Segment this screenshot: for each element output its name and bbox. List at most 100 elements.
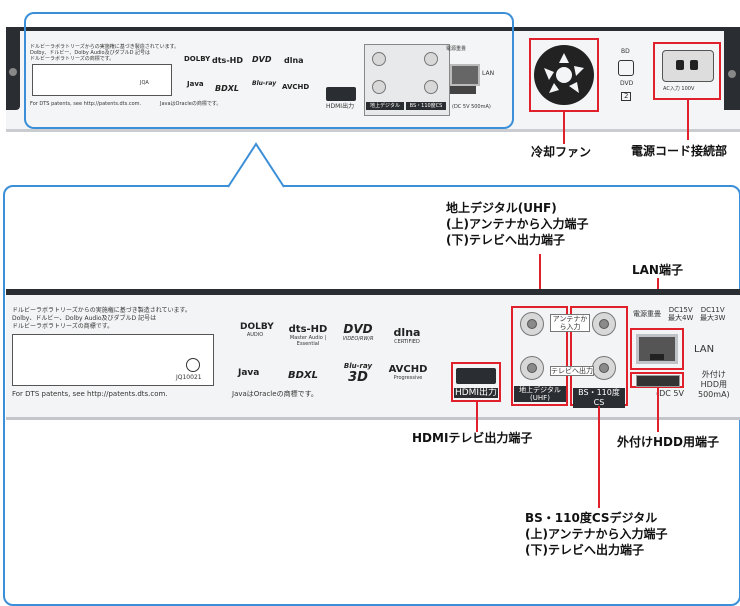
dvd-logo-text: DVD — [343, 322, 373, 336]
dc11v-text: DC11V — [700, 306, 725, 314]
power-cord-annotation: 電源コード接続部 — [631, 144, 728, 158]
jqa-mark: JQA — [140, 80, 149, 87]
terrestrial-uhf-text: (UHF) — [530, 394, 550, 402]
ext-hdd-text: 外付け — [701, 370, 726, 379]
terrestrial-tv-out-core — [527, 363, 537, 373]
detail-bdxl-logo: BDXL — [288, 370, 318, 381]
dvd-logo-sub: VIDEO/RW/R — [342, 336, 374, 342]
mount-screw-icon — [9, 68, 17, 76]
notice-line: ドルビーラボラトリーズの商標です。 — [30, 56, 115, 62]
dts-logo-text: dts-HD — [212, 56, 243, 65]
terrestrial-in-port-small — [372, 52, 386, 66]
ac-input-label: AC入力 100V — [663, 86, 695, 92]
hdmi-output-port — [456, 368, 496, 384]
zoom-region-highlight — [24, 12, 514, 129]
detail-java-logo: Java — [238, 368, 259, 378]
dvd-num-mark: 2 — [621, 92, 632, 101]
dc15v-max-text: 最大4W — [668, 314, 694, 322]
ext-hdd-text2: HDD用 — [700, 380, 727, 389]
ac-inlet-highlight — [653, 42, 721, 100]
antenna-in-label: アンテナから入力 — [550, 314, 590, 332]
ext-hdd-usb-port — [636, 375, 680, 387]
bs-in-port-small — [424, 52, 438, 66]
jqa-code: JQ10021 — [176, 374, 202, 381]
hdmi-annotation: HDMIテレビ出力端子 — [412, 431, 533, 445]
bs-annotation-line: (上)アンテナから入力端子 — [525, 527, 668, 541]
cooling-fan-annotation: 冷却ファン — [531, 145, 592, 159]
lan-port-highlight — [630, 328, 684, 370]
ext-hdd-leader-line — [657, 388, 659, 432]
dolby-logo: DOLBY — [184, 55, 210, 63]
detail-dolby-logo: DOLBY AUDIO — [240, 322, 274, 338]
dvd-mark: DVD — [620, 80, 634, 87]
lan-port-small — [450, 64, 480, 86]
hdmi-label-small: HDMI出力 — [326, 103, 355, 110]
terrestrial-annotation-line: 地上デジタル(UHF) — [446, 201, 557, 215]
ext-hdd-annotation: 外付けHDD用端子 — [617, 435, 719, 449]
notice-line: Dolby、ドルビー、Dolby Audio及びダブルD 記号は — [12, 315, 157, 322]
usb-port-small — [450, 86, 476, 94]
bluray-logo-text: Blu-ray — [252, 80, 277, 87]
bd-mark: BD — [621, 48, 630, 55]
dolby-logo-text: DOLBY — [240, 322, 274, 332]
serial-label-area — [32, 64, 172, 96]
detail-bluray-logo: Blu-ray 3D — [340, 362, 376, 385]
dlna-logo-text: dlna — [284, 56, 304, 65]
avchd-logo-sub: Progressive — [393, 375, 423, 381]
java-logo-text: Java — [238, 368, 260, 378]
power-supply-label-small: 電源重畳 — [446, 46, 467, 52]
power-supply-label: 電源重畳 — [633, 310, 661, 318]
terrestrial-terminals-highlight — [511, 306, 568, 406]
terrestrial-label: 地上デジタル (UHF) — [514, 386, 566, 402]
tv-out-label: テレビへ出力 — [550, 366, 594, 376]
bluray-3d-text: 3D — [348, 370, 368, 385]
dvd-logo-text: DVD — [252, 55, 272, 64]
notice-line: ドルビーラボラトリーズからの実施権に基づき製造されています。 — [12, 307, 191, 314]
ac-pin-left — [676, 60, 684, 70]
detail-serial-label-area — [12, 334, 214, 386]
ac-pin-right — [690, 60, 698, 70]
jqa-logo-icon — [186, 358, 200, 372]
bs-antenna-in-core — [599, 319, 609, 329]
terrestrial-antenna-in-port — [520, 312, 544, 336]
ac-inlet-port — [662, 50, 714, 82]
terrestrial-out-port-small — [372, 80, 386, 94]
bdxl-logo: BDXL — [215, 84, 239, 93]
hdmi-port-highlight — [451, 362, 501, 402]
dc11v-max-text: 最大3W — [700, 314, 726, 322]
notice-line: Dolby、ドルビー、Dolby Audio及びダブルD 記号は — [30, 50, 151, 56]
dts-patent-note: For DTS patents, see http://patents.dts.… — [30, 101, 142, 107]
detail-dlna-logo: dlna CERTIFIED — [386, 326, 428, 345]
dc15v-text: DC15V — [668, 306, 693, 314]
bdxl-logo-text: BDXL — [215, 84, 240, 93]
hdmi-port-small — [326, 87, 356, 101]
java-trademark-note: JavaはOracleの商標です。 — [160, 101, 222, 107]
terrestrial-annotation: 地上デジタル(UHF) (上)アンテナから入力端子 (下)テレビへ出力端子 — [446, 200, 589, 248]
bs-annotation-line: (下)テレビへ出力端子 — [525, 543, 644, 557]
avchd-logo-text: AVCHD — [388, 364, 428, 375]
callout-pointer — [227, 142, 285, 188]
dc15v-label: DC15V 最大4W — [668, 306, 693, 322]
detail-java-note: JavaはOracleの商標です。 — [232, 390, 318, 398]
bluray-3d-logo: Blu-ray — [252, 80, 276, 87]
dc11v-label: DC11V 最大3W — [700, 306, 725, 322]
dlna-logo: dlna — [284, 56, 304, 65]
fan-leader-line — [563, 112, 565, 144]
detail-dts-logo: dts-HD Master Audio | Essential — [280, 324, 336, 347]
hdmi-output-label: HDMI出力 — [454, 388, 498, 398]
avchd-logo: AVCHD — [282, 83, 309, 91]
notice-line: ドルビーラボラトリーズからの実施権に基づき製造されています。 — [30, 44, 180, 50]
cooling-fan-icon — [529, 38, 599, 112]
dlna-logo-sub: CERTIFIED — [394, 339, 420, 345]
lan-port-clip — [650, 354, 664, 360]
bluray-logo-text: Blu-ray — [343, 362, 373, 370]
dolby-logo-sub: AUDIO — [246, 332, 264, 338]
terrestrial-antenna-in-core — [527, 319, 537, 329]
hdmi-leader-line — [476, 402, 478, 432]
jqa-text: JQA — [140, 80, 149, 86]
detail-avchd-logo: AVCHD Progressive — [386, 364, 430, 381]
detail-notice-text: ドルビーラボラトリーズからの実施権に基づき製造されています。 Dolby、ドルビ… — [12, 307, 232, 331]
bd-laser-icon — [618, 60, 634, 76]
detail-dts-note: For DTS patents, see http://patents.dts.… — [12, 390, 168, 398]
dts-logo-text: dts-HD — [288, 324, 328, 335]
